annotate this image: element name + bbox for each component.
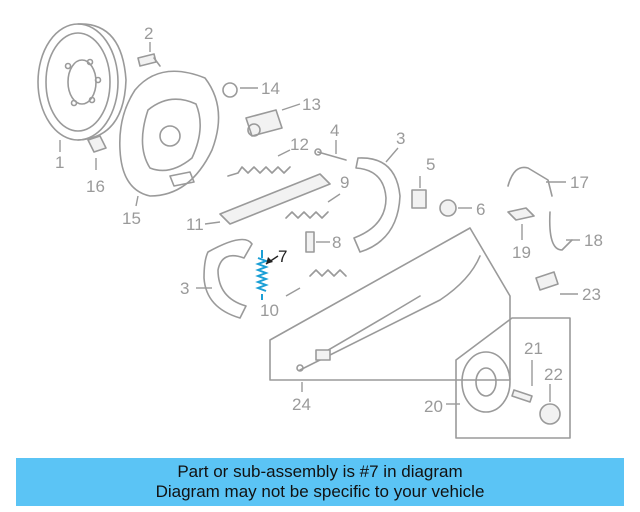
adjuster	[411, 176, 427, 209]
caption-line-1: Part or sub-assembly is #7 in diagram	[177, 462, 463, 481]
callout-15: 15	[122, 209, 141, 228]
callout-8: 8	[332, 233, 341, 252]
hold-down-pin	[314, 140, 347, 161]
brake-hose-upper	[507, 166, 566, 197]
callout-12: 12	[290, 135, 309, 154]
upper-spring	[285, 193, 341, 219]
callout-18: 18	[584, 231, 603, 250]
bracket	[535, 271, 578, 295]
lower-spring	[285, 269, 347, 297]
return-spring	[227, 149, 291, 177]
callout-20: 20	[424, 397, 443, 416]
exploded-parts-diagram: 1 2 15 16 14 13 12	[37, 23, 603, 439]
callout-19: 19	[512, 243, 531, 262]
callout-16: 16	[86, 177, 105, 196]
adjuster-nut	[439, 199, 472, 217]
lever	[305, 231, 330, 253]
backing-plate	[118, 70, 220, 207]
callout-5: 5	[426, 155, 435, 174]
callout-7: 7	[278, 247, 287, 266]
callout-22: 22	[544, 365, 563, 384]
hub-panel	[446, 317, 571, 439]
callout-13: 13	[302, 95, 321, 114]
wheel-cylinder	[245, 103, 301, 137]
callout-3-upper: 3	[396, 129, 405, 148]
cable-panel	[269, 227, 511, 392]
brake-drum	[37, 23, 127, 152]
callout-1: 1	[55, 153, 64, 172]
callout-23: 23	[582, 285, 601, 304]
brake-shoe-upper	[353, 147, 401, 253]
callout-2: 2	[144, 24, 153, 43]
callout-10: 10	[260, 301, 279, 320]
part-7-spring	[255, 250, 279, 300]
callout-14: 14	[261, 79, 280, 98]
caption-line-2: Diagram may not be specific to your vehi…	[155, 482, 485, 501]
strut-bar	[204, 173, 331, 225]
callout-9: 9	[340, 173, 349, 192]
brake-shoe-lower	[196, 238, 253, 319]
clip	[222, 82, 258, 98]
callout-24: 24	[292, 395, 311, 414]
callout-17: 17	[570, 173, 589, 192]
callout-11: 11	[186, 215, 204, 234]
caption-banner: Part or sub-assembly is #7 in diagram Di…	[16, 458, 624, 506]
callout-6: 6	[476, 200, 485, 219]
bracket-and-hose	[507, 207, 580, 251]
callout-4: 4	[330, 121, 339, 140]
wheel-bolt	[137, 42, 161, 67]
callout-3-lower: 3	[180, 279, 189, 298]
bushing	[87, 135, 107, 170]
callout-21: 21	[524, 339, 543, 358]
